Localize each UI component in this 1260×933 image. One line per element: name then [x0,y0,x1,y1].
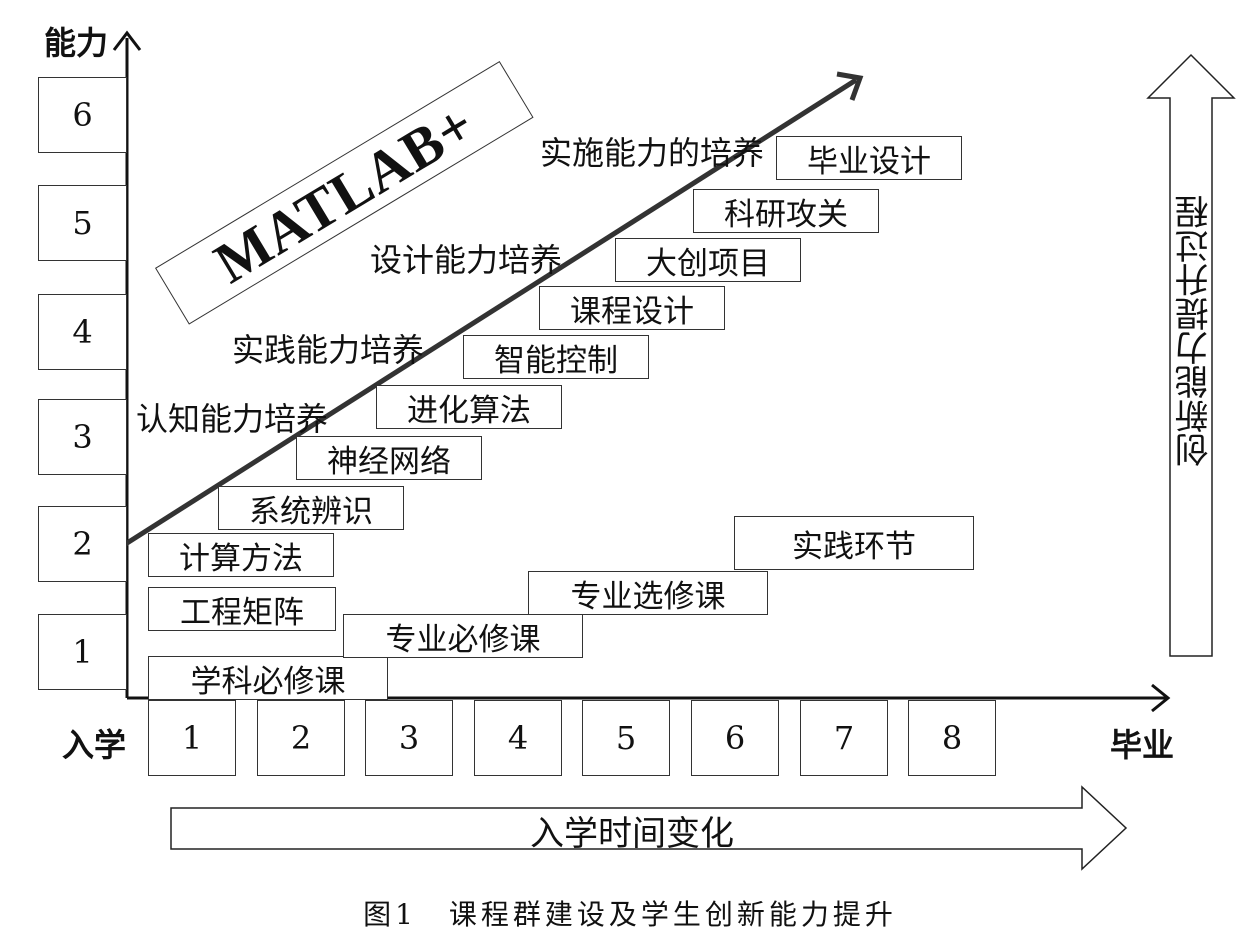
stage-design: 设计能力培养 [370,241,563,279]
figure-caption: 图1 课程群建设及学生创新能力提升 [363,898,897,931]
course-sys-ident: 系统辨识 [218,486,404,530]
level-box-2: 2 [38,506,127,582]
semester-box-8: 8 [908,700,996,776]
semester-box-4: 4 [474,700,562,776]
semester-box-7: 7 [800,700,888,776]
course-intelligent-ctrl: 智能控制 [463,335,649,379]
course-graduation-design: 毕业设计 [776,136,962,180]
curriculum-subject-required: 学科必修课 [148,656,388,700]
level-box-1: 1 [38,614,127,690]
course-course-design: 课程设计 [539,286,725,330]
stage-practice: 实践能力培养 [232,331,425,369]
time-arrow [170,785,1128,871]
growth-arrow [122,77,858,548]
semester-box-5: 5 [582,700,670,776]
stage-implementation: 实施能力的培养 [540,134,765,172]
x-axis-start-label: 入学 [62,726,127,764]
curriculum-practice: 实践环节 [734,516,974,570]
y-axis-label: 能力 [44,24,109,62]
time-arrow-label: 入学时间变化 [530,814,734,854]
level-box-6: 6 [38,77,127,153]
curriculum-major-elective: 专业选修课 [528,571,768,615]
course-neural-net: 神经网络 [296,436,482,480]
growth-arrowhead [836,71,864,101]
innovation-arrow [1146,53,1236,657]
semester-box-3: 3 [365,700,453,776]
stage-cognitive: 认知能力培养 [136,400,329,438]
course-evolution-alg: 进化算法 [376,385,562,429]
y-axis-arrowhead [112,30,142,51]
course-innovation-project: 大创项目 [615,238,801,282]
semester-box-1: 1 [148,700,236,776]
level-box-3: 3 [38,399,127,475]
x-axis-end-label: 毕业 [1110,726,1175,764]
level-box-4: 4 [38,294,127,370]
curriculum-major-required: 专业必修课 [343,614,583,658]
course-calc-methods: 计算方法 [148,533,334,577]
course-eng-matrix: 工程矩阵 [148,587,336,631]
semester-box-2: 2 [257,700,345,776]
level-box-5: 5 [38,185,127,261]
semester-box-6: 6 [691,700,779,776]
innovation-arrow-label: 创新能力提升过程 [1175,195,1215,467]
x-axis-arrowhead [1151,683,1171,713]
course-research: 科研攻关 [693,189,879,233]
